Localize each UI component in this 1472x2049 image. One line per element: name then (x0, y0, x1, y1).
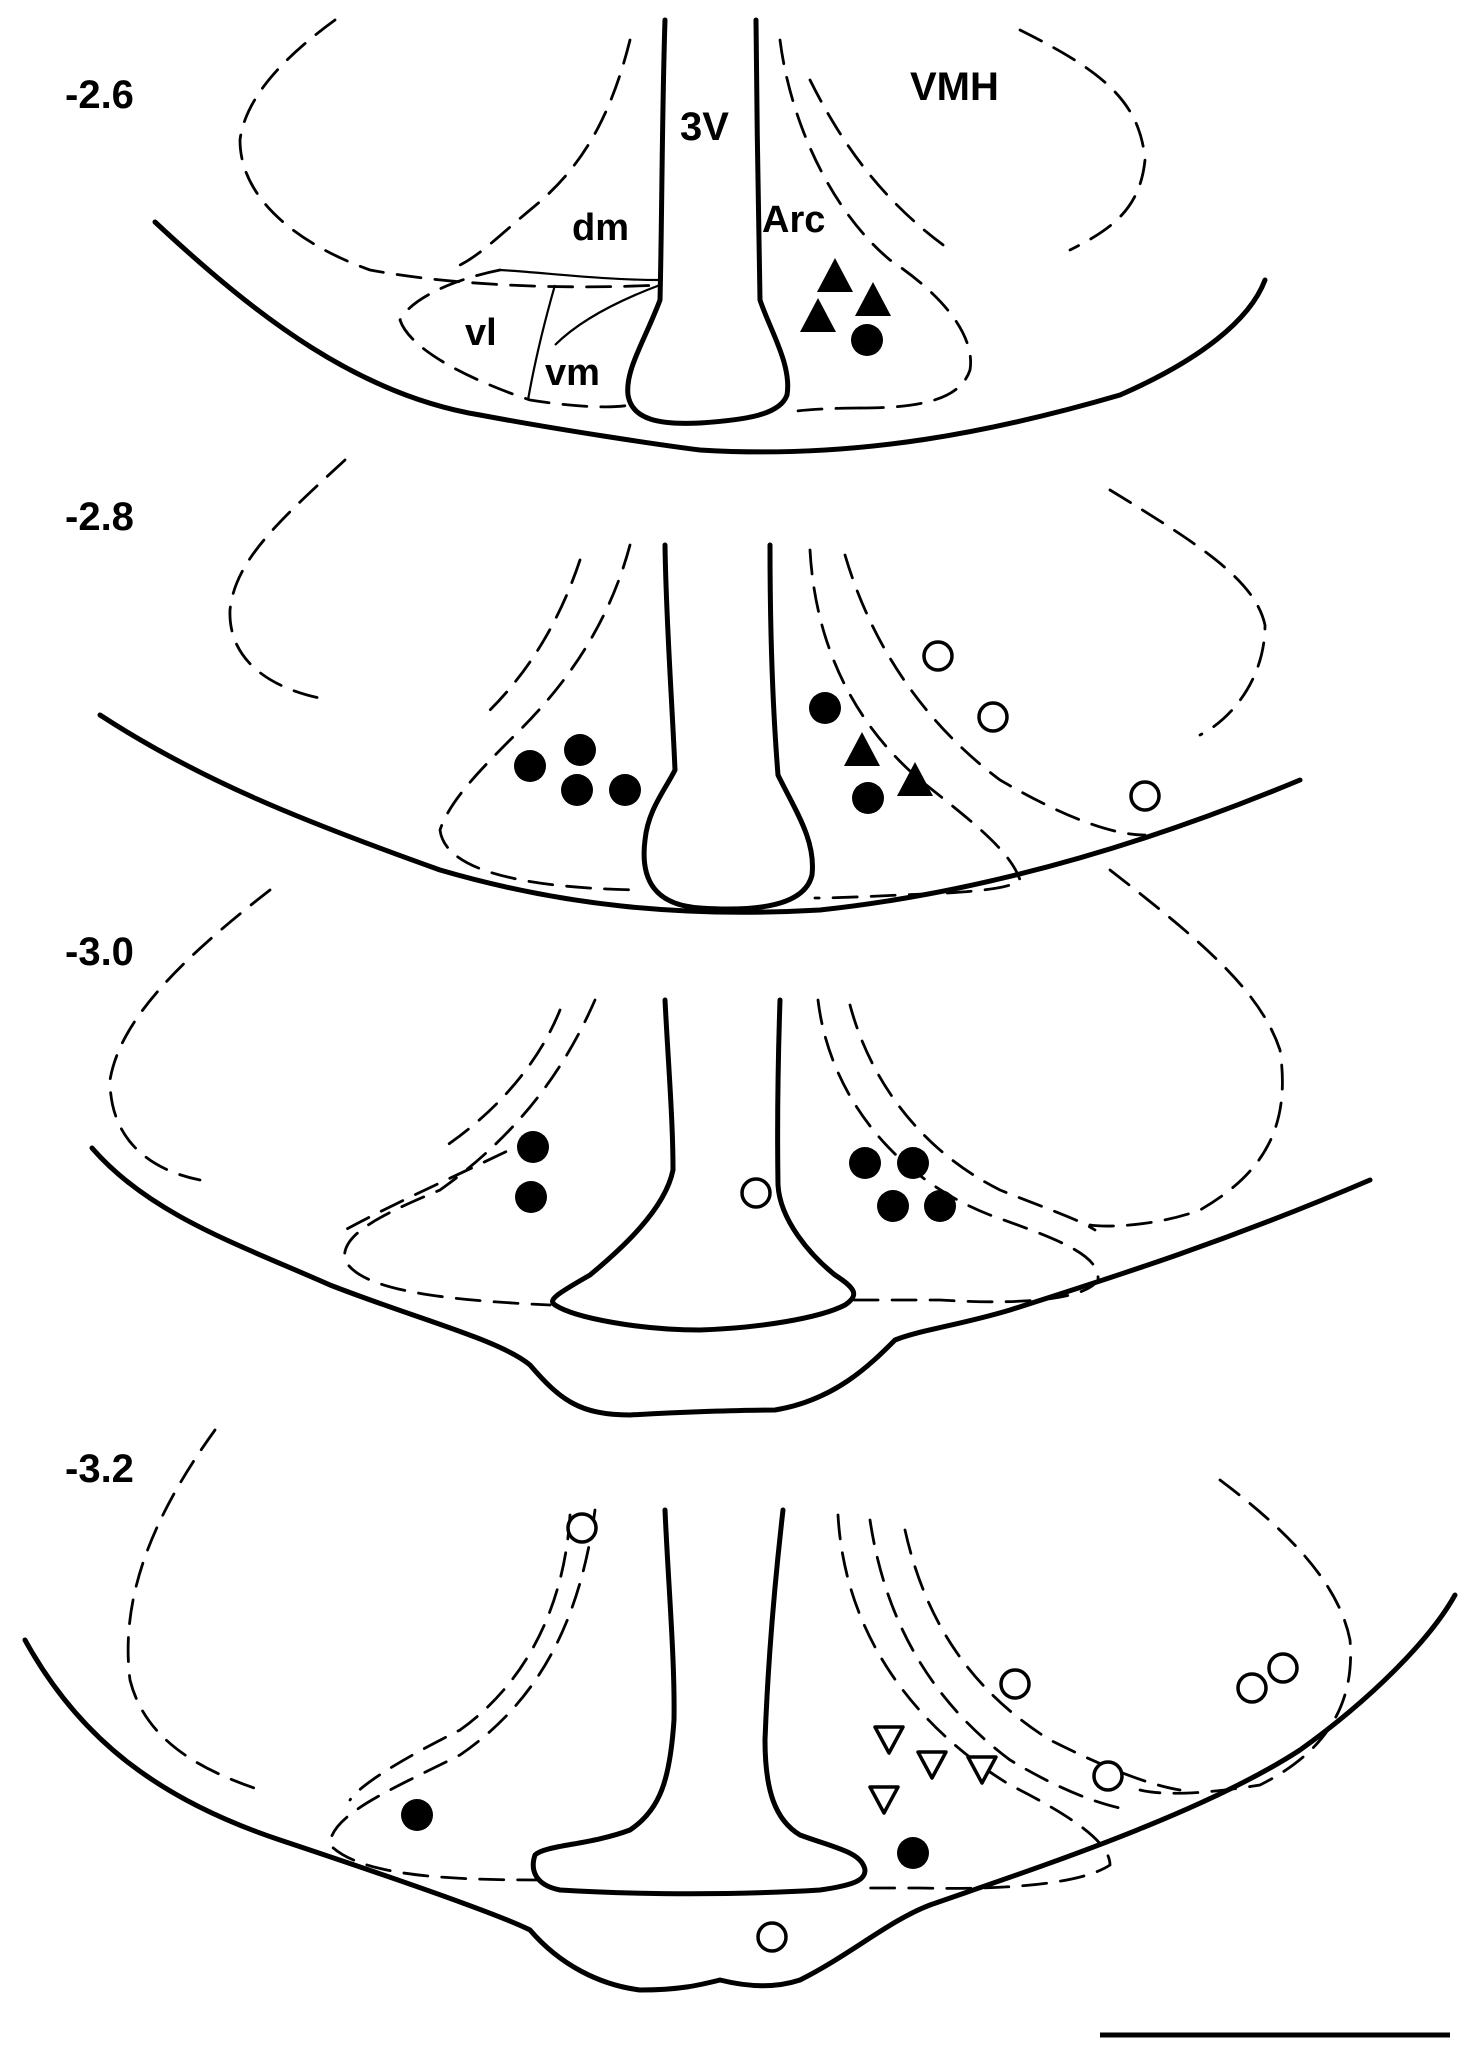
open-triangle-marker (968, 1757, 996, 1783)
vmh-outline (1110, 490, 1265, 735)
dm-boundary (345, 1000, 595, 1305)
section-level-3-2: -3.2 (25, 1430, 1455, 1990)
vmh-outline (128, 1430, 260, 1790)
region-label-vm: vm (545, 352, 600, 394)
region-label-3v: 3V (680, 105, 729, 149)
open-circle-marker (1094, 1762, 1122, 1790)
arcuate-outline (790, 408, 860, 412)
filled-circle-marker (849, 1147, 881, 1179)
filled-circle-marker (852, 782, 884, 814)
section-level-2-8: -2.8 (65, 460, 1300, 912)
open-circle-marker (742, 1179, 770, 1207)
vmh-inner-line (490, 560, 580, 710)
vm-boundary (500, 270, 660, 280)
open-circle-marker (1001, 1670, 1029, 1698)
open-circle-marker (924, 642, 952, 670)
filled-circle-marker (517, 1131, 549, 1163)
filled-circle-marker (564, 734, 596, 766)
filled-circle-marker (877, 1190, 909, 1222)
filled-circle-marker (609, 774, 641, 806)
level-label-3-2: -3.2 (65, 1447, 134, 1491)
triangle-marker (817, 258, 853, 292)
filled-circle-marker (515, 1181, 547, 1213)
open-triangle-marker (918, 1752, 946, 1778)
dm-boundary (440, 545, 640, 890)
open-circle-marker (1238, 1674, 1266, 1702)
open-circle-marker (1269, 1654, 1297, 1682)
dm-boundary (330, 1510, 595, 1880)
base-outline (155, 222, 1265, 452)
region-label-vl: vl (465, 312, 497, 354)
third-ventricle-wall (553, 1000, 854, 1330)
open-circle-marker (758, 1923, 786, 1951)
filled-circle-marker (897, 1147, 929, 1179)
open-triangle-marker (875, 1727, 903, 1753)
open-circle-marker (1131, 782, 1159, 810)
level-label-3-0: -3.0 (65, 930, 134, 974)
vmh-inner-line (845, 555, 1145, 835)
filled-circle-marker (809, 692, 841, 724)
vmh-inner-line (345, 1135, 540, 1230)
third-ventricle-wall (644, 545, 812, 909)
level-label-2-6: -2.6 (65, 73, 134, 117)
vmh-outline (1140, 1480, 1351, 1793)
vmh-outline (110, 890, 270, 1180)
triangle-marker (800, 298, 836, 332)
arcuate-outline (838, 1515, 1110, 1888)
vmh-outline (1090, 870, 1282, 1226)
open-circle-marker (979, 703, 1007, 731)
level-label-2-8: -2.8 (65, 495, 134, 539)
open-circle-marker (568, 1514, 596, 1542)
filled-circle-marker (851, 324, 883, 356)
filled-circle-marker (514, 750, 546, 782)
base-outline (25, 1595, 1455, 1990)
triangle-marker (844, 732, 880, 766)
section-level-2-6: -2.6 3V VMH Arc dm vl vm (65, 20, 1265, 452)
vmh-inner-line (440, 1010, 560, 1150)
triangle-marker (855, 282, 891, 316)
base-outline (92, 1148, 1370, 1415)
section-level-3-0: -3.0 (65, 870, 1370, 1415)
filled-circle-marker (924, 1190, 956, 1222)
open-triangle-marker (870, 1787, 898, 1813)
region-label-dm: dm (572, 207, 629, 249)
vmh-outline (230, 460, 345, 700)
triangle-marker (897, 762, 933, 796)
region-label-vmh: VMH (910, 65, 999, 109)
filled-circle-marker (401, 1799, 433, 1831)
region-label-arc: Arc (762, 199, 825, 241)
vmh-outline (1020, 30, 1145, 250)
vmh-inner-line (870, 1520, 1130, 1810)
dm-boundary (350, 1515, 570, 1800)
filled-circle-marker (561, 774, 593, 806)
base-outline (100, 715, 1300, 912)
filled-circle-marker (897, 1837, 929, 1869)
